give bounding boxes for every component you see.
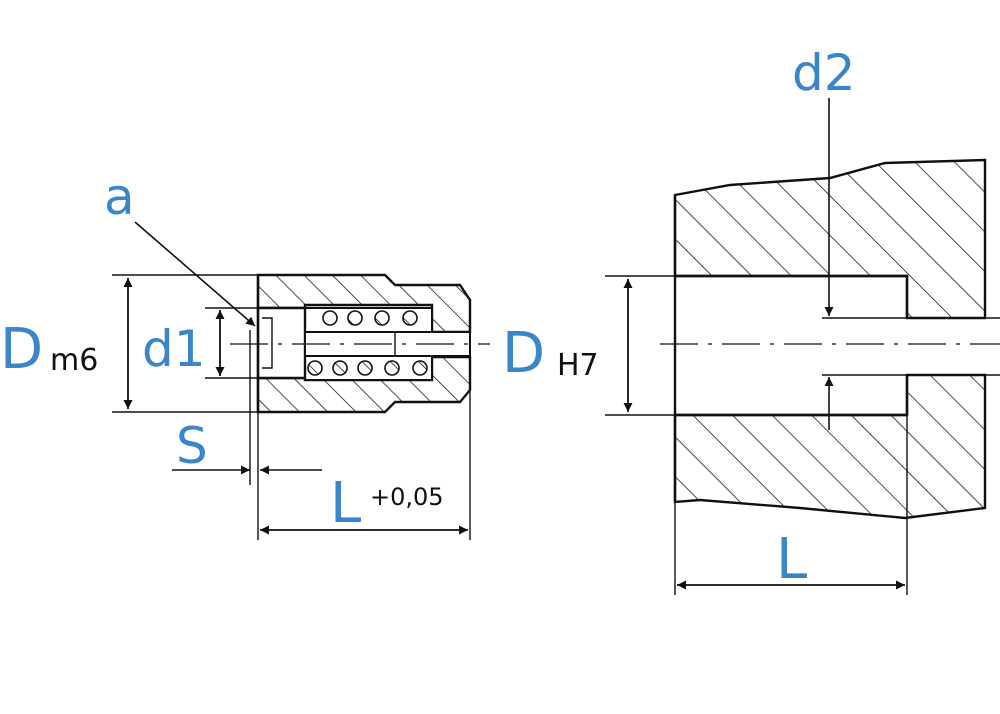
label-d1: d1: [142, 320, 206, 378]
label-tol-m6: m6: [50, 343, 98, 378]
label-L-left: L: [330, 471, 361, 536]
label-L-right: L: [776, 527, 807, 592]
plunger-part: [112, 221, 490, 540]
block-upper: [673, 158, 987, 320]
label-tol-H7: H7: [557, 348, 599, 383]
label-D-right: D: [502, 321, 545, 386]
mounting-hole-part: [605, 98, 1000, 595]
spring-coils: [307, 310, 428, 376]
block-lower: [673, 373, 987, 520]
label-d2: d2: [792, 44, 856, 102]
label-tol-L: +0,05: [370, 483, 444, 511]
label-S: S: [176, 417, 208, 475]
label-D-left: D: [0, 317, 43, 382]
label-a: a: [104, 168, 135, 226]
leader-a: [134, 221, 256, 327]
